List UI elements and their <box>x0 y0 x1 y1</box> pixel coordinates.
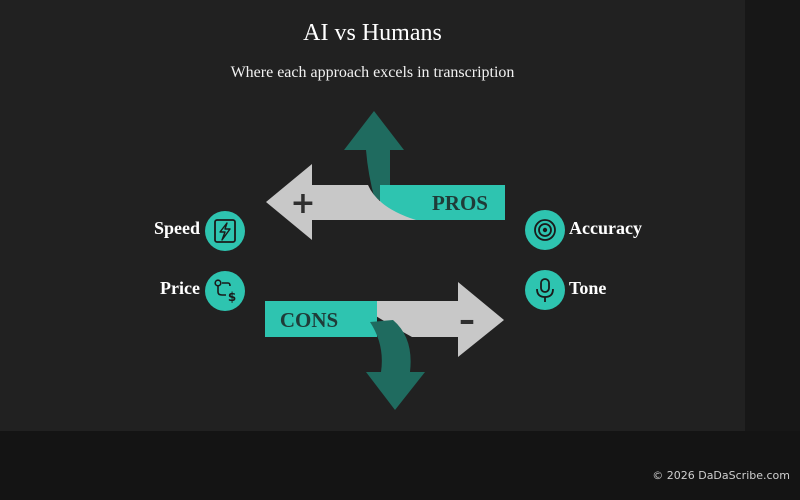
microphone-icon <box>525 270 565 310</box>
feature-label-tone: Tone <box>569 278 607 298</box>
svg-text:$: $ <box>228 290 236 304</box>
copyright-footer: © 2026 DaDaScribe.com <box>652 469 790 482</box>
pros-label: PROS <box>432 191 488 215</box>
pros-plus-sign: + <box>290 186 315 221</box>
slide-subtitle: Where each approach excels in transcript… <box>230 64 515 81</box>
target-icon <box>525 210 565 250</box>
pros-up-arrow <box>344 111 404 200</box>
feature-label-accuracy: Accuracy <box>569 218 642 238</box>
lightning-icon <box>205 211 245 251</box>
cons-band <box>265 301 377 337</box>
pros-band <box>380 185 505 220</box>
feature-label-speed: Speed <box>153 218 200 238</box>
pros-left-arrow <box>266 164 416 240</box>
cons-down-arrow <box>366 320 425 410</box>
cons-label: CONS <box>280 308 338 332</box>
workflow-dollar-icon: $ <box>205 271 245 311</box>
slide-title: AI vs Humans <box>303 20 442 46</box>
feature-label-price: Price <box>160 278 200 298</box>
cons-minus-sign: – <box>459 301 475 339</box>
side-strip <box>745 0 800 431</box>
cons-right-arrow <box>352 282 504 357</box>
